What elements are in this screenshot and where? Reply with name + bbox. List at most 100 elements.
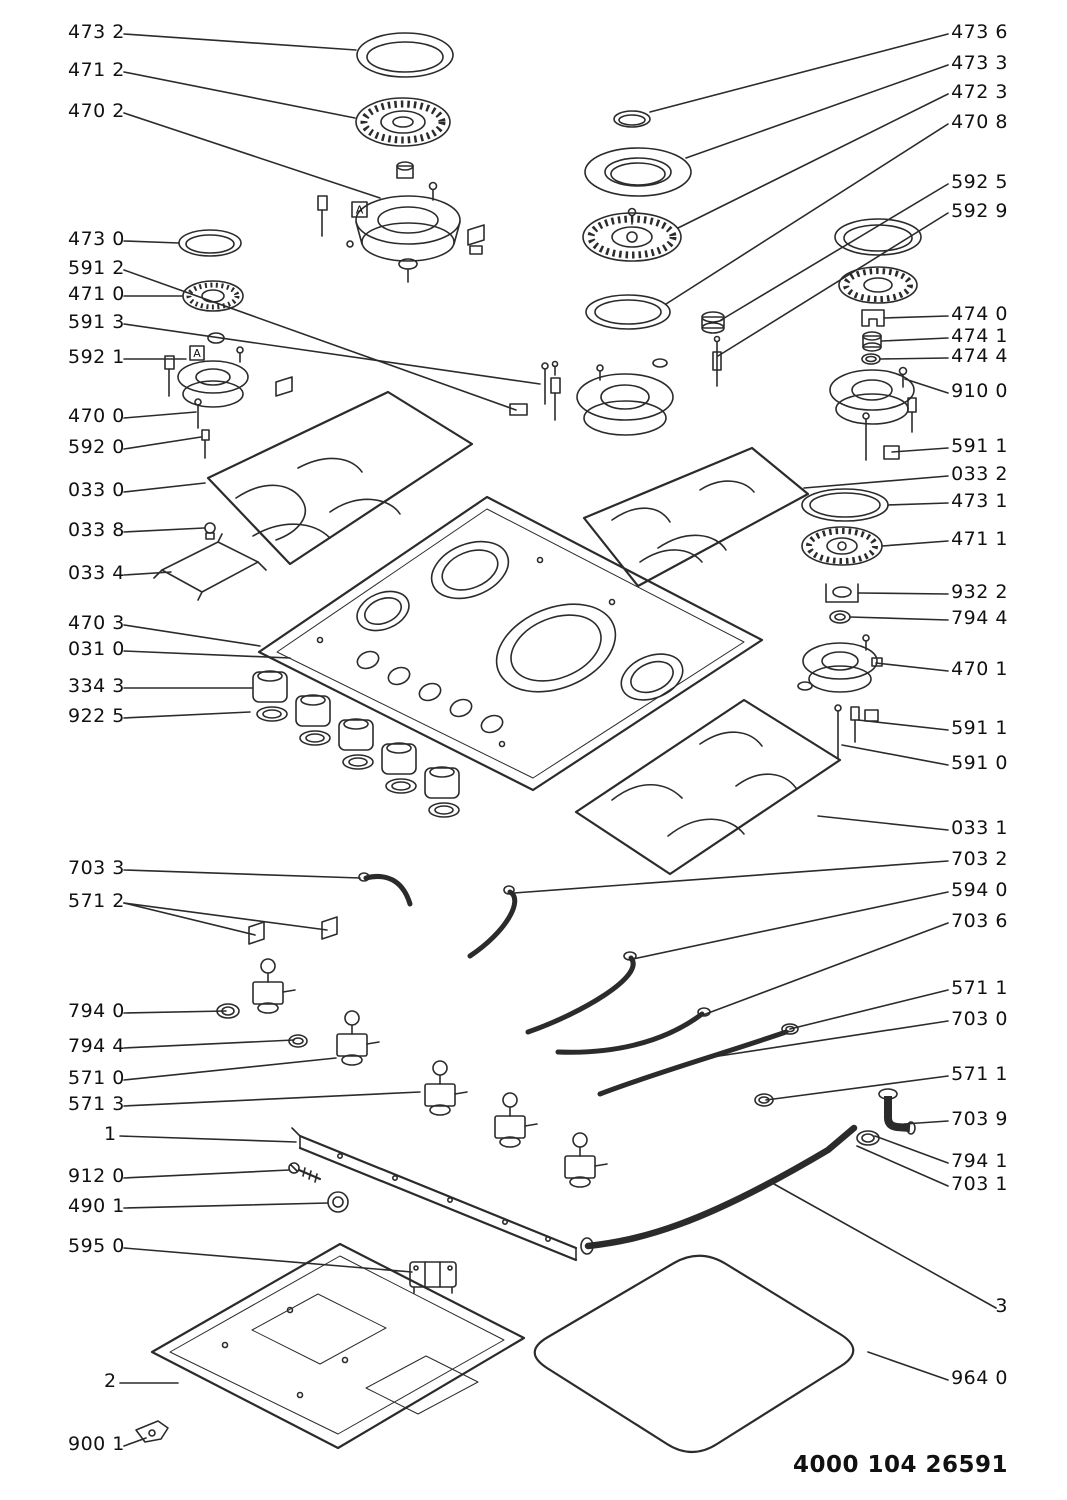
terminal-block-595-0-drawing bbox=[409, 1261, 457, 1294]
part-label-703-0: 703 0 bbox=[951, 1008, 1008, 1030]
sleeve-474-1-drawing bbox=[862, 331, 882, 352]
document-number: 4000 104 26591 bbox=[792, 1452, 1008, 1478]
wire-frame-033-4-drawing bbox=[153, 533, 267, 601]
part-label-591-3: 591 3 bbox=[68, 311, 125, 333]
part-label-033-1: 033 1 bbox=[951, 817, 1008, 839]
burner-crown-471-1-drawing bbox=[801, 526, 883, 566]
pan-support-right-drawing bbox=[582, 446, 810, 588]
burner-seal-ring-center-drawing bbox=[585, 294, 671, 330]
part-label-703-6: 703 6 bbox=[951, 910, 1008, 932]
part-label-703-3: 703 3 bbox=[68, 857, 125, 879]
union-fitting-571-1a-drawing bbox=[781, 1023, 799, 1035]
burner-cap-center-drawing bbox=[613, 110, 651, 128]
part-label-910-0: 910 0 bbox=[951, 380, 1008, 402]
part-label-964-0: 964 0 bbox=[951, 1367, 1008, 1389]
pan-support-left-drawing bbox=[206, 390, 474, 566]
part-label-571-1-b: 571 1 bbox=[951, 1063, 1008, 1085]
seal-ring-794-1-drawing bbox=[856, 1130, 880, 1146]
grommet-490-1-drawing bbox=[327, 1191, 349, 1213]
seal-ring-794-0-drawing bbox=[216, 1003, 240, 1019]
burner-cap-left-drawing bbox=[178, 229, 242, 257]
part-label-900-1: 900 1 bbox=[68, 1433, 125, 1455]
part-label-591-1-a: 591 1 bbox=[951, 435, 1008, 457]
burner-body-left-drawing: A bbox=[164, 332, 293, 459]
part-label-571-2: 571 2 bbox=[68, 890, 125, 912]
part-label-470-1: 470 1 bbox=[951, 658, 1008, 680]
bottom-pan-drawing bbox=[150, 1242, 526, 1450]
manifold-rail-drawing bbox=[291, 1127, 578, 1262]
part-label-912-0: 912 0 bbox=[68, 1165, 125, 1187]
part-label-594-0: 594 0 bbox=[951, 879, 1008, 901]
part-label-033-2: 033 2 bbox=[951, 463, 1008, 485]
part-label-592-1: 592 1 bbox=[68, 346, 125, 368]
burner-body-470-1-drawing bbox=[797, 634, 883, 759]
burner-cap-right-drawing bbox=[834, 218, 922, 256]
leader-lines bbox=[119, 33, 997, 1447]
part-label-794-4: 794 4 bbox=[68, 1035, 125, 1057]
screw-912-0-drawing bbox=[288, 1162, 322, 1183]
part-label-592-9: 592 9 bbox=[951, 200, 1008, 222]
part-label-031-0: 031 0 bbox=[68, 638, 125, 660]
part-label-473-3: 473 3 bbox=[951, 52, 1008, 74]
part-label-334-3: 334 3 bbox=[68, 675, 125, 697]
part-label-571-1-a: 571 1 bbox=[951, 977, 1008, 999]
cooktop-panel-drawing bbox=[257, 495, 764, 792]
part-label-591-0: 591 0 bbox=[951, 752, 1008, 774]
burner-ring-right-drawing bbox=[838, 266, 918, 304]
union-fitting-571-1b-drawing bbox=[754, 1093, 774, 1107]
part-label-794-1: 794 1 bbox=[951, 1150, 1008, 1172]
knob-seal-rings-drawing bbox=[256, 706, 460, 818]
burner-ring-left-drawing bbox=[182, 280, 244, 312]
gas-pipes-drawing bbox=[358, 872, 858, 1255]
seal-gasket-964-0-drawing bbox=[533, 1254, 855, 1454]
part-label-470-0: 470 0 bbox=[68, 405, 125, 427]
part-label-470-8: 470 8 bbox=[951, 111, 1008, 133]
part-label-794-4-right: 794 4 bbox=[951, 607, 1008, 629]
pan-support-bottom-drawing bbox=[574, 698, 842, 876]
part-label-470-3: 470 3 bbox=[68, 612, 125, 634]
part-label-473-1: 473 1 bbox=[951, 490, 1008, 512]
part-label-922-5: 922 5 bbox=[68, 705, 125, 727]
part-label-474-4: 474 4 bbox=[951, 345, 1008, 367]
callout-label-1: 1 bbox=[104, 1123, 117, 1145]
part-label-471-2: 471 2 bbox=[68, 59, 125, 81]
part-label-703-9: 703 9 bbox=[951, 1108, 1008, 1130]
elbow-fitting-703-9-drawing bbox=[878, 1088, 916, 1135]
part-label-591-1-b: 591 1 bbox=[951, 717, 1008, 739]
part-label-592-5: 592 5 bbox=[951, 171, 1008, 193]
part-label-490-1: 490 1 bbox=[68, 1195, 125, 1217]
valve-brackets-drawing bbox=[248, 916, 338, 945]
bracket-900-1-drawing bbox=[135, 1420, 169, 1443]
burner-ring-outer-center-drawing bbox=[584, 147, 692, 197]
part-label-703-1: 703 1 bbox=[951, 1173, 1008, 1195]
part-label-592-0: 592 0 bbox=[68, 436, 125, 458]
ring-794-4-right-drawing bbox=[829, 610, 851, 624]
part-label-471-1: 471 1 bbox=[951, 528, 1008, 550]
burner-body-center-drawing bbox=[509, 358, 674, 436]
part-label-033-8: 033 8 bbox=[68, 519, 125, 541]
part-label-033-0: 033 0 bbox=[68, 479, 125, 501]
part-label-591-2: 591 2 bbox=[68, 257, 125, 279]
marker-a-1: A bbox=[356, 204, 364, 217]
callout-label-2: 2 bbox=[104, 1370, 117, 1392]
nut-592-5-drawing bbox=[701, 311, 725, 334]
burner-body-right-drawing bbox=[829, 366, 917, 461]
part-label-470-2: 470 2 bbox=[68, 100, 125, 122]
part-label-033-4: 033 4 bbox=[68, 562, 125, 584]
bracket-474-0-drawing bbox=[861, 309, 885, 327]
marker-a-2: A bbox=[193, 347, 201, 360]
bracket-932-2-drawing bbox=[825, 583, 859, 603]
seal-ring-473-1-drawing bbox=[801, 488, 889, 522]
burner-crown-center-drawing bbox=[582, 207, 682, 262]
part-label-473-0: 473 0 bbox=[68, 228, 125, 250]
part-label-473-2: 473 2 bbox=[68, 21, 125, 43]
part-label-474-1: 474 1 bbox=[951, 325, 1008, 347]
burner-cap-top-left-drawing bbox=[356, 32, 454, 78]
part-label-932-2: 932 2 bbox=[951, 581, 1008, 603]
burner-body-top-left-drawing: A bbox=[317, 161, 485, 283]
part-label-595-0: 595 0 bbox=[68, 1235, 125, 1257]
part-label-471-0: 471 0 bbox=[68, 283, 125, 305]
callout-label-3: 3 bbox=[995, 1295, 1008, 1317]
